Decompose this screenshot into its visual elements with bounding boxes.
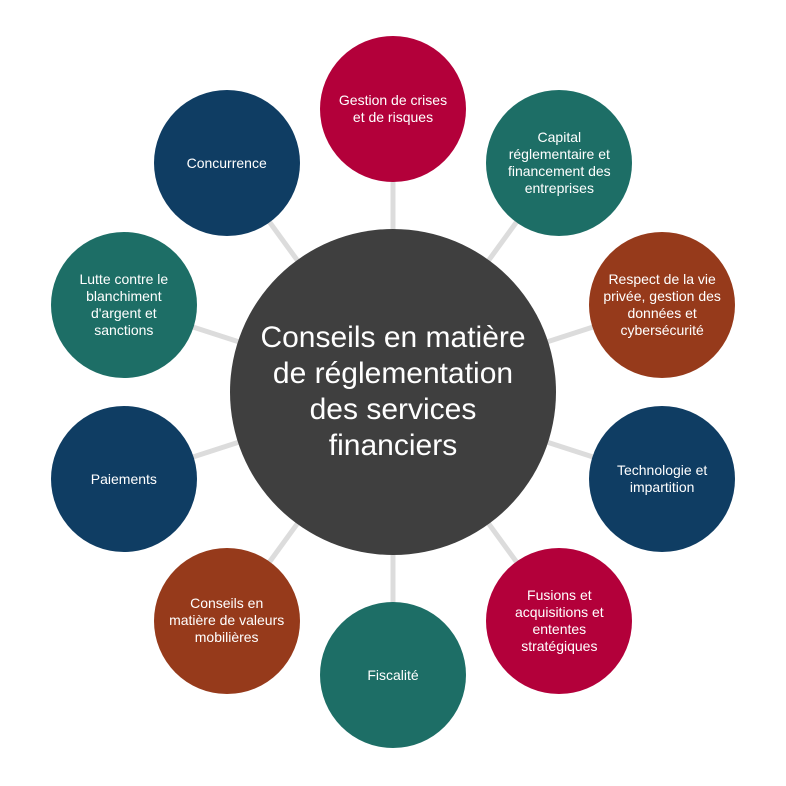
node-crisis-risk: Gestion de crises et de risques <box>320 36 466 182</box>
node-label: Gestion de crises et de risques <box>338 92 448 125</box>
center-label: Conseils en matière de réglementation de… <box>260 321 526 462</box>
connector-line <box>190 324 242 345</box>
node-label: Capital réglementaire et financement des… <box>507 129 611 197</box>
node-securities: Conseils en matière de valeurs mobilière… <box>153 547 300 694</box>
connector-line <box>544 439 596 460</box>
node-regulatory-capital: Capital réglementaire et financement des… <box>486 90 633 237</box>
center-node: Conseils en matière de réglementation de… <box>230 229 556 555</box>
connector-line <box>190 439 242 460</box>
node-technology-outsourcing: Technologie et impartition <box>589 406 736 553</box>
node-label: Fiscalité <box>367 666 419 683</box>
node-label: Conseils en matière de valeurs mobilière… <box>169 595 285 646</box>
node-privacy-cyber: Respect de la vie privée, gestion des do… <box>589 231 736 378</box>
node-label: Paiements <box>90 470 157 487</box>
connector-line <box>266 219 301 265</box>
node-tax: Fiscalité <box>320 602 466 748</box>
node-label: Lutte contre le blanchiment d'argent et … <box>79 270 169 338</box>
node-label: Concurrence <box>186 154 267 171</box>
connector-line <box>544 324 596 345</box>
node-aml-sanctions: Lutte contre le blanchiment d'argent et … <box>50 231 197 378</box>
node-payments: Paiements <box>50 406 197 553</box>
connector-line <box>266 519 301 565</box>
node-label: Fusions et acquisitions et ententes stra… <box>514 586 604 654</box>
connector-line <box>485 519 520 565</box>
node-mergers-acquisitions: Fusions et acquisitions et ententes stra… <box>486 547 633 694</box>
node-competition: Concurrence <box>153 90 300 237</box>
node-label: Technologie et impartition <box>616 462 708 496</box>
connector-line <box>485 219 520 265</box>
node-label: Respect de la vie privée, gestion des do… <box>603 270 721 338</box>
